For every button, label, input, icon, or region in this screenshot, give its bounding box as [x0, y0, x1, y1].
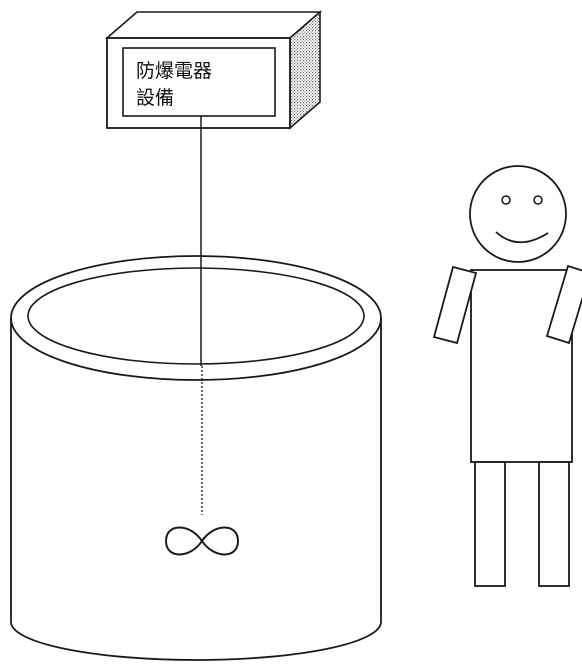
person-smile	[495, 231, 549, 244]
tank-rim-outer	[10, 255, 382, 381]
person-right-eye	[533, 195, 543, 205]
device-box-top	[104, 11, 323, 39]
person-left-arm	[432, 265, 478, 345]
agitator-infinity-icon	[164, 526, 240, 556]
person-figure	[432, 165, 582, 587]
person-right-arm	[545, 264, 582, 345]
person-right-leg	[538, 461, 570, 587]
person-torso	[470, 269, 573, 463]
person-left-leg	[474, 461, 506, 587]
person-head	[469, 165, 567, 263]
device-label-line2: 設備	[136, 87, 174, 109]
device-label-panel	[122, 47, 276, 117]
device-label-line1: 防爆電器	[136, 60, 212, 82]
person-left-eye	[501, 195, 511, 205]
tank-body	[10, 318, 382, 661]
tank	[10, 255, 382, 661]
tank-rim-inner	[27, 267, 365, 365]
device-box: 防爆電器 設備	[104, 10, 323, 130]
